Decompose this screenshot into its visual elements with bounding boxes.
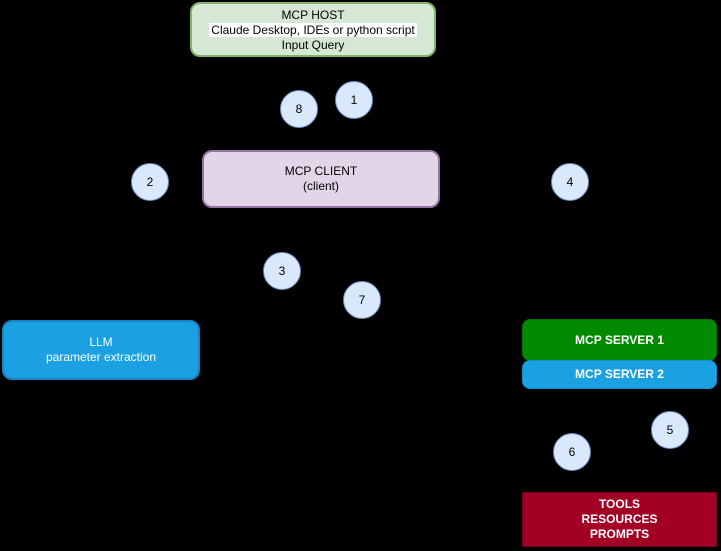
mcp-server-2-title: MCP SERVER 2	[575, 367, 664, 381]
step-circle-8: 8	[280, 90, 318, 128]
node-tools-resources-prompts: TOOLS RESOURCES PROMPTS	[522, 492, 717, 547]
node-mcp-server-2: MCP SERVER 2	[522, 360, 717, 389]
mcp-host-title: MCP HOST	[281, 8, 345, 22]
node-mcp-host: MCP HOST Claude Desktop, IDEs or python …	[190, 2, 436, 57]
mcp-client-title: MCP CLIENT	[284, 164, 358, 178]
tools-line-1: TOOLS	[598, 497, 641, 511]
node-llm: LLM parameter extraction	[2, 320, 200, 380]
mcp-host-subtitle: Claude Desktop, IDEs or python script	[192, 23, 434, 38]
node-mcp-client: MCP CLIENT (client)	[202, 150, 440, 208]
step-circle-1: 1	[335, 81, 373, 119]
tools-line-2: RESOURCES	[581, 512, 658, 526]
step-circle-5: 5	[651, 411, 689, 449]
mcp-server-1-title: MCP SERVER 1	[575, 332, 664, 347]
tools-line-3: PROMPTS	[589, 527, 650, 541]
step-circle-4: 4	[551, 163, 589, 201]
node-mcp-server-1: MCP SERVER 1	[522, 319, 717, 361]
mcp-host-subtitle-highlight: Claude Desktop, IDEs or python script	[209, 23, 417, 37]
mcp-client-subtitle: (client)	[302, 179, 339, 193]
step-circle-3: 3	[263, 252, 301, 290]
step-circle-7: 7	[343, 281, 381, 319]
llm-subtitle: parameter extraction	[45, 350, 157, 364]
mcp-host-note: Input Query	[281, 38, 345, 52]
step-circle-2: 2	[131, 163, 169, 201]
step-circle-6: 6	[553, 433, 591, 471]
llm-title: LLM	[89, 335, 113, 349]
